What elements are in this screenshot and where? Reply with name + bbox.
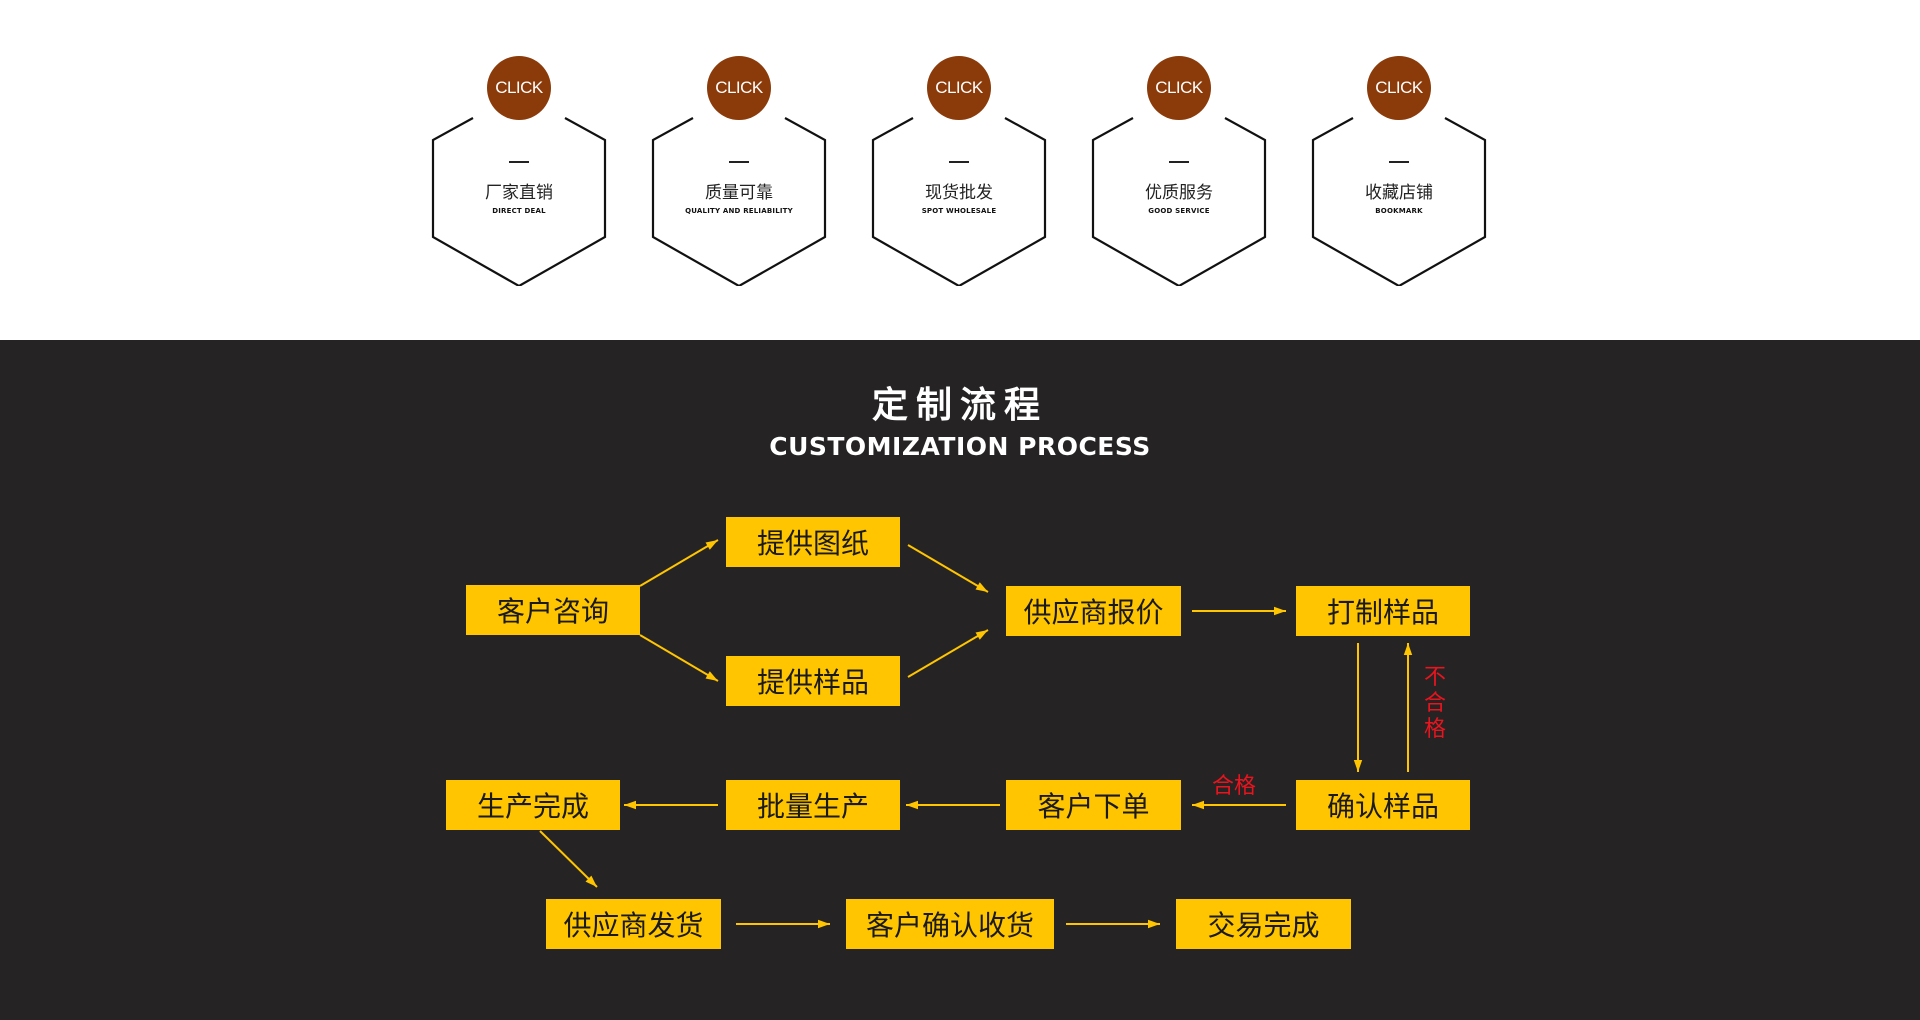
step-confirm-sample: 确认样品 <box>1296 780 1470 830</box>
hexagon-outline <box>1091 117 1267 286</box>
hexagon-outline <box>1311 117 1487 286</box>
feature-title: 现货批发 <box>925 183 993 203</box>
divider-dash <box>729 161 749 163</box>
feature-title: 质量可靠 <box>705 183 773 203</box>
step-supplier-quote: 供应商报价 <box>1006 586 1181 636</box>
flow-arrows <box>539 539 1413 929</box>
step-customer-consult: 客户咨询 <box>466 585 640 635</box>
click-button[interactable]: CLICK <box>487 56 551 120</box>
click-button[interactable]: CLICK <box>1147 56 1211 120</box>
step-supplier-ship: 供应商发货 <box>546 899 721 949</box>
feature-subtitle: QUALITY AND RELIABILITY <box>685 207 793 215</box>
step-customer-receive: 客户确认收货 <box>846 899 1054 949</box>
process-subtitle: CUSTOMIZATION PROCESS <box>769 432 1151 461</box>
label-fail: 不合格 <box>1423 665 1446 742</box>
feature-subtitle: DIRECT DEAL <box>492 207 546 215</box>
label-pass: 合格 <box>1212 774 1257 799</box>
step-mass-production: 批量生产 <box>726 780 900 830</box>
divider-dash <box>509 161 529 163</box>
arrow-consult-to-drawings <box>639 539 719 587</box>
feature-card-spot-wholesale[interactable]: CLICK 现货批发 SPOT WHOLESALE <box>869 56 1049 286</box>
feature-subtitle: GOOD SERVICE <box>1148 207 1210 215</box>
arrow-consult-to-samples <box>639 634 719 682</box>
hexagon-outline <box>651 117 827 286</box>
divider-dash <box>1169 161 1189 163</box>
step-customer-order: 客户下单 <box>1006 780 1181 830</box>
arrow-drawings-to-quote <box>907 544 989 593</box>
click-button[interactable]: CLICK <box>1367 56 1431 120</box>
feature-card-bookmark[interactable]: CLICK 收藏店铺 BOOKMARK <box>1309 56 1489 286</box>
step-provide-drawings: 提供图纸 <box>726 517 900 567</box>
divider-dash <box>1389 161 1409 163</box>
step-deal-done: 交易完成 <box>1176 899 1351 949</box>
step-provide-samples: 提供样品 <box>726 656 900 706</box>
click-button[interactable]: CLICK <box>707 56 771 120</box>
feature-subtitle: SPOT WHOLESALE <box>921 207 997 215</box>
feature-title: 收藏店铺 <box>1365 183 1433 203</box>
feature-subtitle: BOOKMARK <box>1375 207 1423 215</box>
process-title: 定制流程 <box>871 385 1048 426</box>
feature-card-quality[interactable]: CLICK 质量可靠 QUALITY AND RELIABILITY <box>649 56 829 286</box>
divider-dash <box>949 161 969 163</box>
arrow-production-done-to-ship <box>539 830 598 888</box>
step-production-done: 生产完成 <box>446 780 620 830</box>
feature-title: 优质服务 <box>1145 183 1213 203</box>
customization-process-section: 定制流程 CUSTOMIZATION PROCESS 客户咨询 提供图纸 提供样… <box>0 340 1920 1020</box>
hexagon-outline <box>431 117 607 286</box>
feature-card-direct-deal[interactable]: CLICK 厂家直销 DIRECT DEAL <box>429 56 609 286</box>
feature-band: CLICK 厂家直销 DIRECT DEAL CLICK 质量可靠 QUALIT… <box>0 0 1920 340</box>
step-make-sample: 打制样品 <box>1296 586 1470 636</box>
feature-title: 厂家直销 <box>485 183 553 203</box>
hexagon-outline <box>871 117 1047 286</box>
feature-card-good-service[interactable]: CLICK 优质服务 GOOD SERVICE <box>1089 56 1269 286</box>
arrow-samples-to-quote <box>907 629 989 678</box>
click-button[interactable]: CLICK <box>927 56 991 120</box>
